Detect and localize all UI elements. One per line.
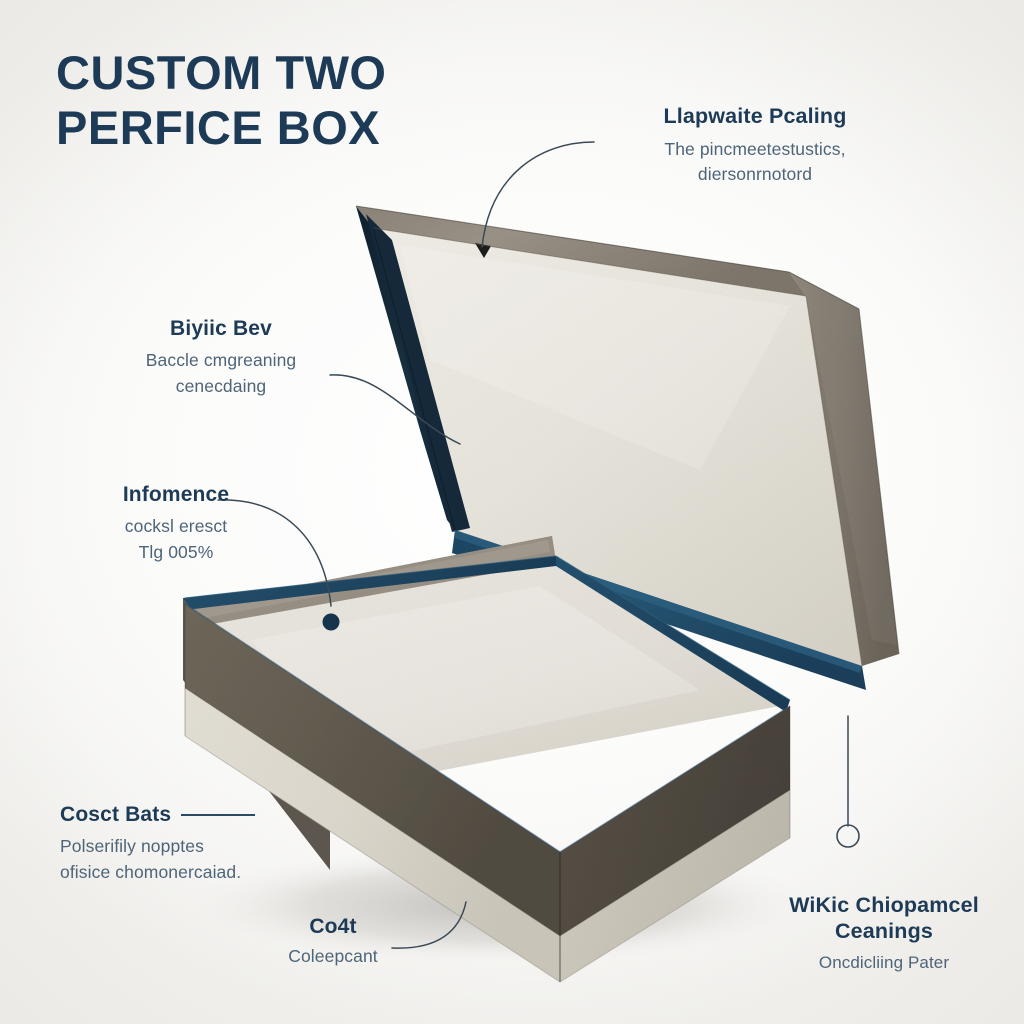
- lid-outer-top-rail: [356, 206, 806, 296]
- annotation-lid-inner-edge-title: Biyiic Bev: [170, 317, 272, 340]
- annotation-base-corner-body: Coleepcant: [248, 944, 418, 969]
- base-band-right: [560, 790, 790, 982]
- base-wall-right: [560, 706, 790, 936]
- lid-inner-sheen: [400, 245, 790, 470]
- annotation-base-band-body-line-1: Polserifily nopptes: [60, 836, 204, 857]
- annotation-lid-panel: Llapwaite Pcaling The pincmeetestustics,…: [590, 104, 920, 188]
- page-title-line-1: Custom Two: [56, 46, 387, 99]
- annotation-lid-panel-body: The pincmeetestustics, diersonrnotord: [590, 137, 920, 188]
- annotation-lid-panel-body-line-2: diersonrnotord: [697, 164, 813, 185]
- box-lid: [355, 205, 900, 690]
- lid-outer-right-face: [789, 272, 899, 666]
- annotation-lid-hinge-title-line-1: WiKic: [789, 893, 850, 917]
- annotation-lid-hinge-title: WiKic Chiopamcel Ceanings: [744, 892, 1024, 944]
- annotation-lid-inner-edge-body-line-1: Baccle cmgreaning: [145, 350, 297, 371]
- annotation-lid-hinge-body-line-1: Oncdicliing Pater: [818, 953, 950, 973]
- annotation-base-wall: Infomence cocksl eresct Tlg 005%: [56, 482, 296, 565]
- annotation-base-band-rule: [181, 814, 256, 816]
- annotation-base-band: Cosct Bats Polserifily nopptes ofisice c…: [60, 802, 320, 885]
- annotation-lid-hinge-body: Oncdicliing Pater: [744, 951, 1024, 976]
- annotation-base-wall-body: cocksl eresct Tlg 005%: [56, 514, 296, 565]
- page-title-line-2: Perfice Box: [56, 100, 381, 154]
- annotation-lid-inner-edge: Biyiic Bev Baccle cmgreaning cenecdaing: [96, 316, 346, 399]
- annotation-base-band-body: Polserifily nopptes ofisice chomonercaia…: [60, 834, 320, 885]
- annotation-lid-hinge-title-line-2: Chiopamcel Ceanings: [835, 893, 979, 944]
- annotation-base-corner-title: Co4t: [309, 915, 357, 938]
- annotation-base-corner: Co4t Coleepcant: [248, 914, 418, 970]
- annotation-base-corner-body-line-1: Coleepcant: [288, 946, 378, 967]
- annotation-lid-inner-edge-body-line-2: cenecdaing: [175, 375, 267, 396]
- annotation-base-band-title: Cosct Bats: [60, 803, 172, 826]
- annotation-base-wall-body-line-1: cocksl eresct: [124, 516, 228, 537]
- annotation-base-band-body-line-2: ofisice chomonercaiad.: [60, 861, 242, 882]
- lid-inner-panel: [373, 228, 862, 666]
- annotation-base-wall-body-line-2: Tlg 005%: [138, 541, 214, 562]
- base-rim-top-front: [556, 556, 790, 712]
- lid-inner-left-wall-2: [366, 214, 470, 532]
- annotation-lid-panel-body-line-1: The pincmeetestustics,: [664, 138, 846, 159]
- annotation-lid-panel-title: Llapwaite Pcaling: [663, 104, 847, 128]
- annotation-base-band-title-row: Cosct Bats: [60, 802, 256, 827]
- page-title: Custom Two Perfice Box: [56, 46, 526, 155]
- annotation-lid-inner-edge-body: Baccle cmgreaning cenecdaing: [96, 348, 346, 399]
- annotation-base-wall-title: Infomence: [122, 483, 230, 506]
- annotation-lid-hinge: WiKic Chiopamcel Ceanings Oncdicliing Pa…: [744, 892, 1024, 976]
